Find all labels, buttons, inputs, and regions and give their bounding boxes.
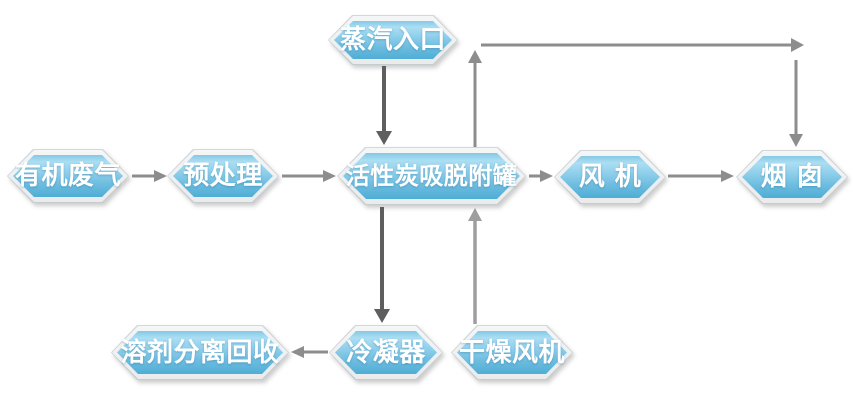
node-steam-inlet: 蒸汽入口 bbox=[328, 15, 458, 65]
node-fill bbox=[335, 331, 437, 374]
node-label-fan: 风 机 bbox=[578, 162, 642, 192]
arrow-tank-to-condenser bbox=[374, 207, 390, 323]
node-adsorption-tank: 活性炭吸脱附罐 bbox=[337, 147, 526, 205]
node-fill bbox=[343, 153, 520, 199]
node-fill bbox=[173, 155, 273, 197]
node-label-adsorption-tank: 活性炭吸脱附罐 bbox=[345, 162, 518, 190]
node-fill bbox=[117, 331, 283, 374]
node-organic-waste-gas: 有机废气 bbox=[7, 149, 129, 203]
arrow-tank-to-fan bbox=[529, 170, 553, 182]
node-fill bbox=[560, 156, 660, 198]
arrow-tank-bypass-up bbox=[468, 50, 482, 147]
node-pretreatment: 预处理 bbox=[167, 149, 279, 203]
node-label-chimney: 烟 囱 bbox=[760, 162, 824, 192]
node-label-solvent-recovery: 溶剂分离回收 bbox=[120, 337, 280, 368]
node-label-pretreatment: 预处理 bbox=[183, 161, 263, 191]
node-drying-fan: 干燥风机 bbox=[451, 325, 573, 380]
node-fill bbox=[334, 21, 452, 59]
arrow-bypass-horizontal bbox=[481, 38, 804, 52]
node-condenser: 冷凝器 bbox=[329, 325, 443, 380]
node-fan: 风 机 bbox=[554, 150, 666, 204]
arrow-dryingfan-to-tank bbox=[468, 208, 482, 324]
arrow-organic-to-pretreatment bbox=[132, 170, 167, 182]
node-label-organic-waste-gas: 有机废气 bbox=[14, 161, 121, 191]
node-label-steam-inlet: 蒸汽入口 bbox=[339, 25, 446, 55]
node-label-condenser: 冷凝器 bbox=[346, 337, 426, 368]
node-fill bbox=[13, 155, 123, 197]
arrow-condenser-to-solvent bbox=[291, 346, 328, 358]
arrow-fan-to-chimney bbox=[668, 170, 734, 182]
node-label-drying-fan: 干燥风机 bbox=[458, 337, 565, 368]
node-fill bbox=[742, 156, 842, 198]
node-solvent-recovery: 溶剂分离回收 bbox=[111, 325, 289, 380]
node-fill bbox=[457, 331, 567, 374]
node-chimney: 烟 囱 bbox=[736, 150, 848, 204]
arrow-steam-to-tank bbox=[376, 66, 392, 145]
arrow-pretreatment-to-tank bbox=[282, 170, 336, 182]
arrow-bypass-down-to-chimney bbox=[789, 60, 803, 147]
